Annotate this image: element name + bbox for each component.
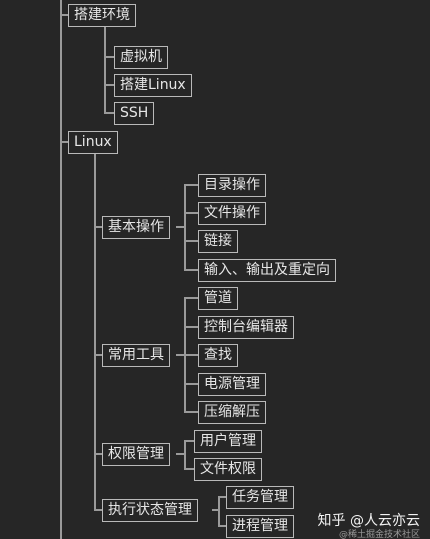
branch-connector [94, 453, 102, 455]
branch-connector [104, 112, 114, 114]
branch-connector [218, 496, 226, 498]
branch-connector [184, 440, 194, 442]
node-process-mgmt[interactable]: 进程管理 [226, 515, 294, 538]
branch-connector [104, 26, 106, 112]
node-console-editor[interactable]: 控制台编辑器 [198, 316, 294, 339]
branch-connector [184, 240, 198, 242]
branch-connector [60, 141, 68, 143]
node-exec-state-mgmt[interactable]: 执行状态管理 [102, 499, 198, 522]
watermark-main: 知乎 @人云亦云 [317, 513, 420, 529]
node-vm[interactable]: 虚拟机 [114, 46, 168, 69]
branch-connector [218, 525, 226, 527]
branch-connector [94, 509, 102, 511]
node-basic-ops[interactable]: 基本操作 [102, 216, 170, 239]
branch-connector [184, 184, 198, 186]
node-power-mgmt[interactable]: 电源管理 [198, 373, 266, 396]
node-file-permission[interactable]: 文件权限 [194, 458, 262, 481]
node-pipe[interactable]: 管道 [198, 287, 238, 310]
branch-connector [60, 14, 68, 16]
node-file-ops[interactable]: 文件操作 [198, 202, 266, 225]
branch-connector [184, 411, 198, 413]
node-setup-env[interactable]: 搭建环境 [68, 4, 136, 27]
branch-connector [94, 354, 102, 356]
node-permission-mgmt[interactable]: 权限管理 [102, 443, 170, 466]
branch-connector [104, 56, 114, 58]
node-directory-ops[interactable]: 目录操作 [198, 174, 266, 197]
branch-connector [104, 84, 114, 86]
branch-connector [184, 212, 198, 214]
branch-connector [184, 468, 194, 470]
node-setup-linux[interactable]: 搭建Linux [114, 74, 192, 97]
branch-connector [212, 509, 218, 511]
node-linux[interactable]: Linux [68, 131, 118, 154]
branch-connector [184, 269, 198, 271]
branch-connector [184, 354, 198, 356]
node-ssh[interactable]: SSH [114, 102, 155, 125]
branch-connector [184, 383, 198, 385]
node-compress[interactable]: 压缩解压 [198, 401, 266, 424]
branch-connector [184, 440, 186, 469]
branch-connector [94, 153, 96, 509]
node-user-mgmt[interactable]: 用户管理 [194, 430, 262, 453]
branch-connector [176, 354, 184, 356]
branch-connector [184, 326, 198, 328]
branch-connector [176, 226, 184, 228]
node-links[interactable]: 链接 [198, 230, 238, 253]
branch-connector [184, 184, 186, 270]
branch-connector [176, 453, 184, 455]
node-task-mgmt[interactable]: 任务管理 [226, 486, 294, 509]
node-find[interactable]: 查找 [198, 344, 238, 367]
branch-connector [94, 226, 102, 228]
root-connector-line [60, 0, 62, 539]
branch-connector [184, 297, 198, 299]
node-io-redirect[interactable]: 输入、输出及重定向 [198, 259, 336, 282]
branch-connector [218, 496, 220, 525]
watermark-sub: @稀土掘金技术社区 [338, 530, 420, 539]
node-common-tools[interactable]: 常用工具 [102, 344, 170, 367]
